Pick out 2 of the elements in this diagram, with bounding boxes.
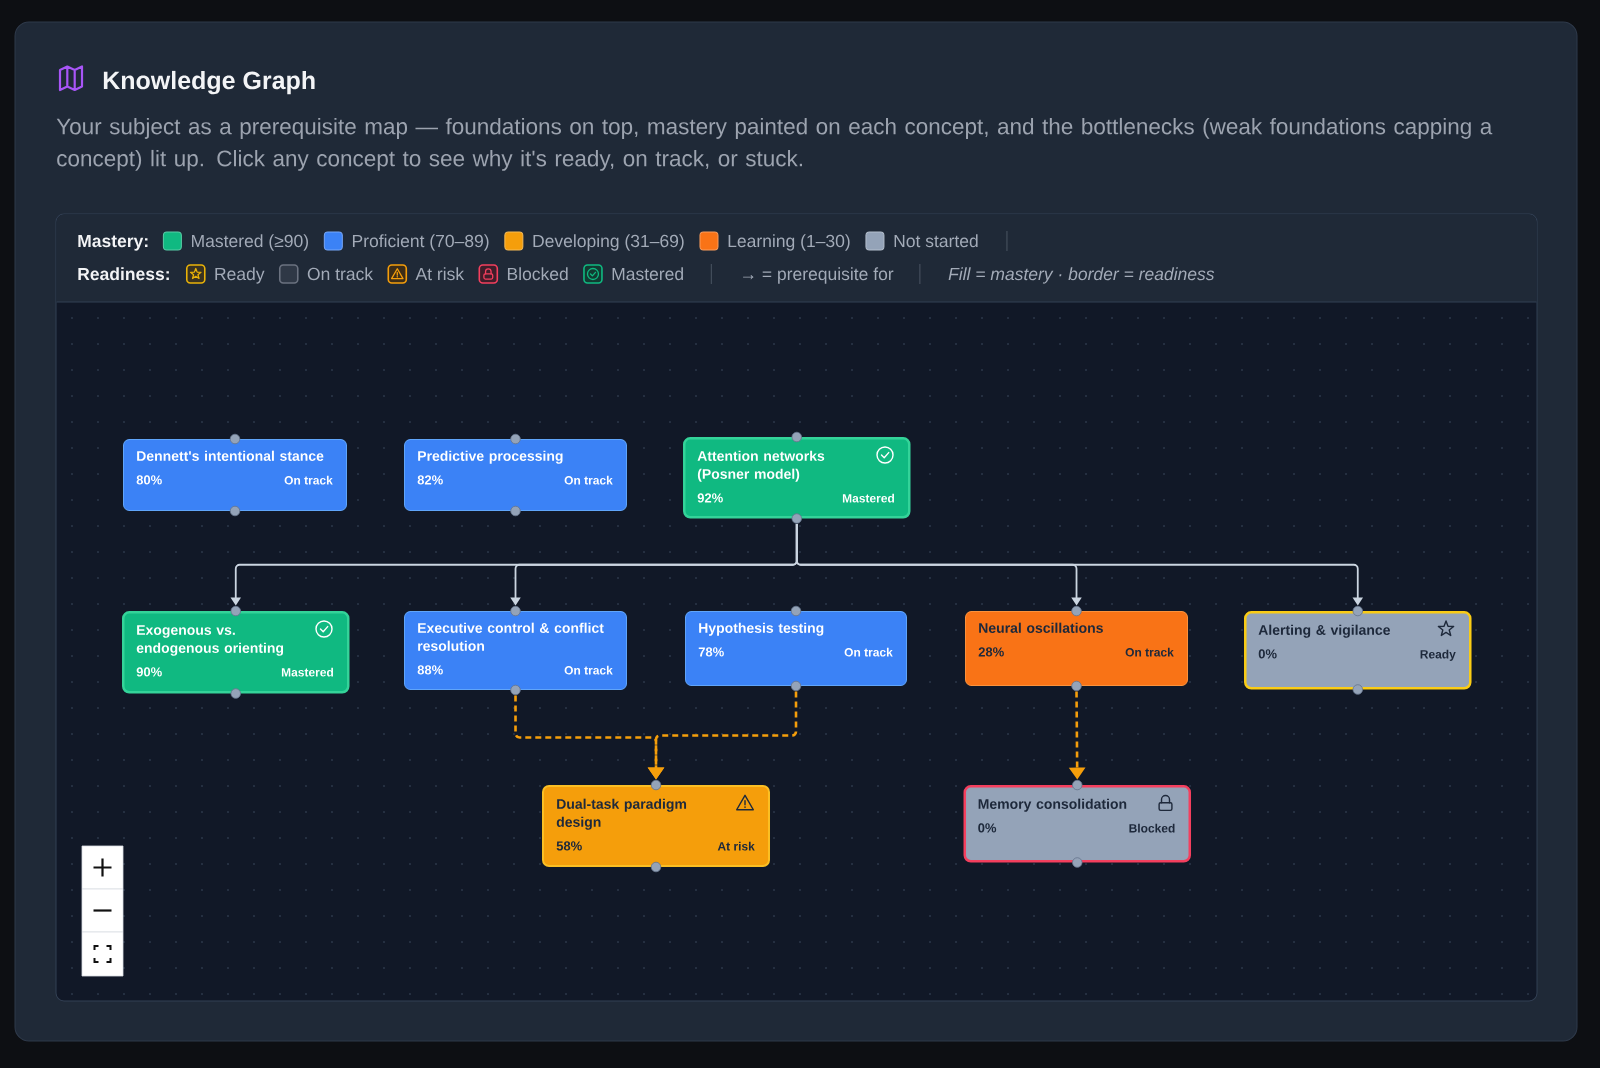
page-title: Knowledge Graph bbox=[103, 70, 315, 95]
description-text: Your subject as a prerequisite map — foundations on top, mastery painted on each concept, and the bottlenecks (weak foundations capping a concept) lit up. Click any concept to see why it's ready, on track, or stuck. bbox=[56, 117, 1493, 171]
